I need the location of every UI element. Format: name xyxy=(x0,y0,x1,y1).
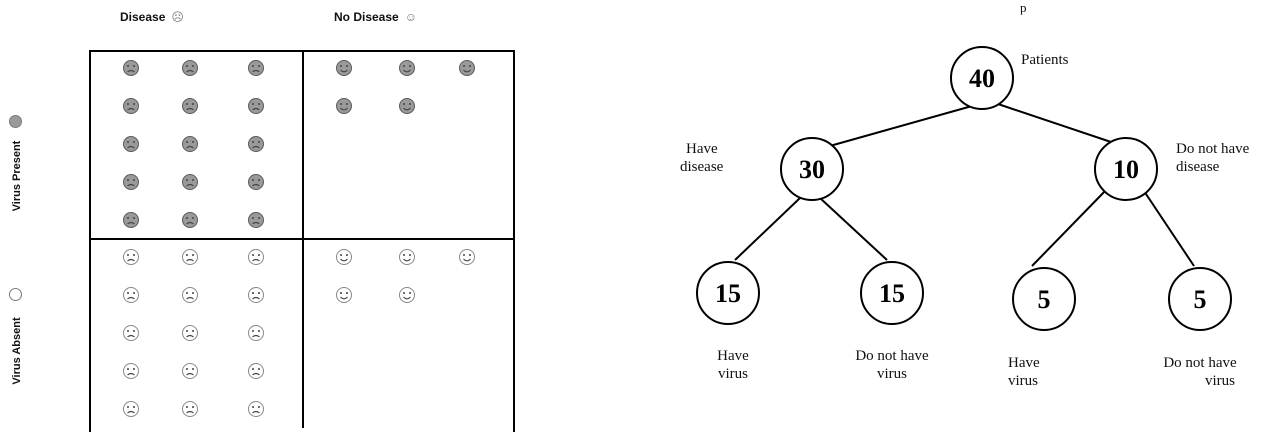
virus-present-legend-icon xyxy=(9,115,22,128)
sad-face-icon xyxy=(182,98,198,114)
column-header-no-disease: No Disease ☺ xyxy=(334,10,417,24)
happy-face-icon xyxy=(459,60,475,76)
sad-face-icon xyxy=(182,363,198,379)
node-no-disease-have-virus: 5 xyxy=(1012,267,1076,331)
sad-face-icon xyxy=(123,325,139,341)
virus-absent-legend-icon xyxy=(9,288,22,301)
sad-face-icon xyxy=(248,212,264,228)
leaf4-label-line1: Do not have xyxy=(1163,355,1237,371)
disease-label-line1: Have xyxy=(686,141,718,157)
disease-label-line2: disease xyxy=(680,159,724,175)
node-disease-no-virus: 15 xyxy=(860,261,924,325)
sad-face-icon xyxy=(123,249,139,265)
column-header-disease-label: Disease xyxy=(120,10,166,24)
leaf2-label-line2: virus xyxy=(877,366,907,382)
grid-horizontal-divider xyxy=(89,238,515,240)
sad-face-icon xyxy=(123,174,139,190)
edge-disease-to-have-virus xyxy=(734,197,801,261)
sad-face-icon xyxy=(248,174,264,190)
node-no-disease-value: 10 xyxy=(1113,155,1139,184)
sad-face-icon xyxy=(182,174,198,190)
happy-face-icon xyxy=(459,249,475,265)
cropped-text-fragment: p xyxy=(1020,0,1027,15)
sad-face-icon xyxy=(123,136,139,152)
sad-face-icon xyxy=(123,98,139,114)
sad-face-icon xyxy=(248,136,264,152)
happy-face-icon xyxy=(336,287,352,303)
sad-face-icon xyxy=(182,136,198,152)
node-no-disease-no-virus: 5 xyxy=(1168,267,1232,331)
node-no-disease-have-virus-value: 5 xyxy=(1038,285,1051,314)
sad-face-icon xyxy=(123,287,139,303)
no-disease-label-line2: disease xyxy=(1176,159,1220,175)
happy-face-icon: ☺ xyxy=(404,10,417,24)
node-disease-value: 30 xyxy=(799,155,825,184)
sad-face-icon xyxy=(248,287,264,303)
edge-no-disease-to-have-virus xyxy=(1031,187,1109,267)
sad-face-icon xyxy=(248,249,264,265)
column-header-no-disease-label: No Disease xyxy=(334,10,399,24)
node-root: 40 xyxy=(950,46,1014,110)
row-header-virus-absent: Virus Absent xyxy=(11,317,23,385)
leaf4-label-line2: virus xyxy=(1205,373,1235,389)
sad-face-icon xyxy=(248,363,264,379)
leaf3-label-line2: virus xyxy=(1008,373,1038,389)
edge-disease-to-no-virus xyxy=(819,197,888,261)
no-disease-label-line1: Do not have xyxy=(1176,141,1250,157)
column-header-disease: Disease ☹ xyxy=(120,10,184,24)
sad-face-icon xyxy=(182,401,198,417)
leaf2-label-line1: Do not have xyxy=(855,348,929,364)
sad-face-icon xyxy=(248,401,264,417)
leaf1-label-line1: Have xyxy=(717,348,749,364)
node-root-value: 40 xyxy=(969,64,995,93)
sad-face-icon xyxy=(123,401,139,417)
probability-tree: 40 30 10 15 15 5 5 Patients Have disease… xyxy=(680,46,1250,389)
sad-face-icon xyxy=(123,212,139,228)
node-disease-have-virus: 15 xyxy=(696,261,760,325)
node-disease-no-virus-value: 15 xyxy=(879,279,905,308)
sad-face-icon xyxy=(248,60,264,76)
happy-face-icon xyxy=(399,287,415,303)
sad-face-icon: ☹ xyxy=(171,10,184,24)
sad-face-icon xyxy=(248,98,264,114)
edge-no-disease-to-no-virus xyxy=(1141,187,1195,267)
happy-face-icon xyxy=(336,249,352,265)
node-disease: 30 xyxy=(780,137,844,201)
node-disease-have-virus-value: 15 xyxy=(715,279,741,308)
happy-face-icon xyxy=(336,60,352,76)
sad-face-icon xyxy=(248,325,264,341)
sad-face-icon xyxy=(182,60,198,76)
happy-face-icon xyxy=(399,60,415,76)
sad-face-icon xyxy=(123,60,139,76)
sad-face-icon xyxy=(182,249,198,265)
leaf3-label-line1: Have xyxy=(1008,355,1040,371)
happy-face-icon xyxy=(399,249,415,265)
sad-face-icon xyxy=(182,325,198,341)
row-header-virus-present: Virus Present xyxy=(11,140,23,212)
happy-face-icon xyxy=(336,98,352,114)
sad-face-icon xyxy=(182,287,198,303)
leaf1-label-line2: virus xyxy=(718,366,748,382)
edge-root-to-no-disease xyxy=(991,101,1121,146)
root-label: Patients xyxy=(1021,52,1069,68)
node-no-disease: 10 xyxy=(1094,137,1158,201)
sad-face-icon xyxy=(123,363,139,379)
edge-root-to-disease xyxy=(811,105,973,152)
happy-face-icon xyxy=(399,98,415,114)
node-no-disease-no-virus-value: 5 xyxy=(1194,285,1207,314)
sad-face-icon xyxy=(182,212,198,228)
